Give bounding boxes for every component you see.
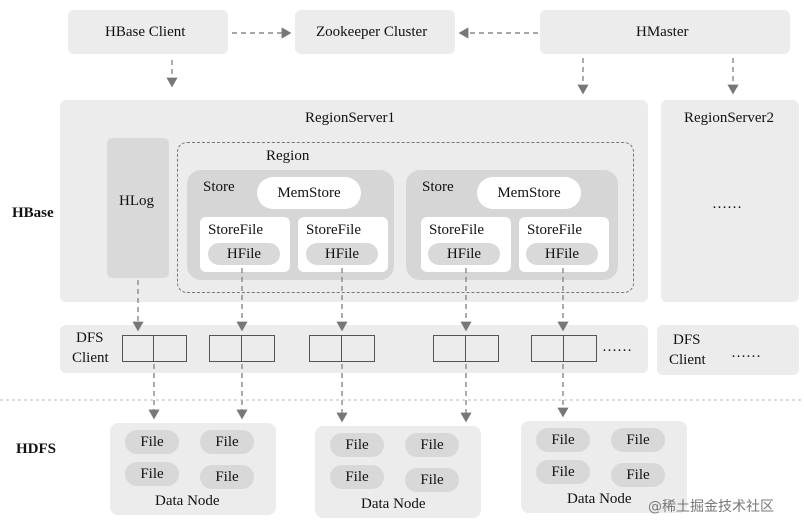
file-block: File [200,430,254,454]
hbase-client-box [68,10,228,54]
file-block: File [405,433,459,457]
dfs-client-right-label-line1: DFS [673,332,701,348]
store-label: Store [203,179,235,195]
hlog-label: HLog [119,193,154,209]
file-block: File [200,465,254,489]
regionserver2-ellipsis: …… [712,196,742,212]
dfs-client-box-right [657,325,799,375]
file-block: File [125,430,179,454]
file-block: File [405,468,459,492]
hbase-client-label: HBase Client [105,24,186,40]
file-block: File [536,428,590,452]
file-block: File [330,433,384,457]
dfs-client-right-ellipsis: …… [731,345,761,361]
watermark: @稀土掘金技术社区 [648,499,774,515]
hdfs-layer-label: HDFS [16,441,57,457]
hmaster-box [540,10,790,54]
dfs-buffer-cell [241,335,275,362]
dfs-client-label-line1: DFS [76,330,104,346]
hmaster-label: HMaster [636,24,689,40]
datanode-label: Data Node [361,496,426,512]
dfs-buffer-cell [465,335,499,362]
memstore-pill: MemStore [257,177,361,209]
region-label: Region [266,148,310,164]
dfs-client-label-line2: Client [72,350,109,366]
zookeeper-box [295,10,455,54]
dfs-client-box [60,325,648,373]
file-block: File [536,460,590,484]
file-block: File [611,463,665,487]
regionserver2-title: RegionServer2 [684,110,774,126]
file-block: File [611,428,665,452]
datanode-label: Data Node [155,493,220,509]
region-box [177,142,634,293]
hbase-layer-label: HBase [12,205,54,221]
dfs-buffer-cell [153,335,187,362]
storefile-label: StoreFile [429,222,484,238]
dfs-buffer-cell [563,335,597,362]
memstore-pill: MemStore [477,177,581,209]
file-block: File [330,465,384,489]
storefile-label: StoreFile [306,222,361,238]
hfile-pill: HFile [208,243,280,265]
dfs-client-right-label-line2: Client [669,352,706,368]
dfs-client-ellipsis: …… [602,339,632,355]
hlog-box [107,138,169,278]
storefile-label: StoreFile [527,222,582,238]
zookeeper-label: Zookeeper Cluster [316,24,428,40]
regionserver2-box [661,100,799,302]
dfs-buffer-cell [341,335,375,362]
hfile-pill: HFile [526,243,598,265]
regionserver1-title: RegionServer1 [305,110,395,126]
store-label: Store [422,179,454,195]
hfile-pill: HFile [428,243,500,265]
storefile-label: StoreFile [208,222,263,238]
hfile-pill: HFile [306,243,378,265]
file-block: File [125,462,179,486]
datanode-label: Data Node [567,491,632,507]
